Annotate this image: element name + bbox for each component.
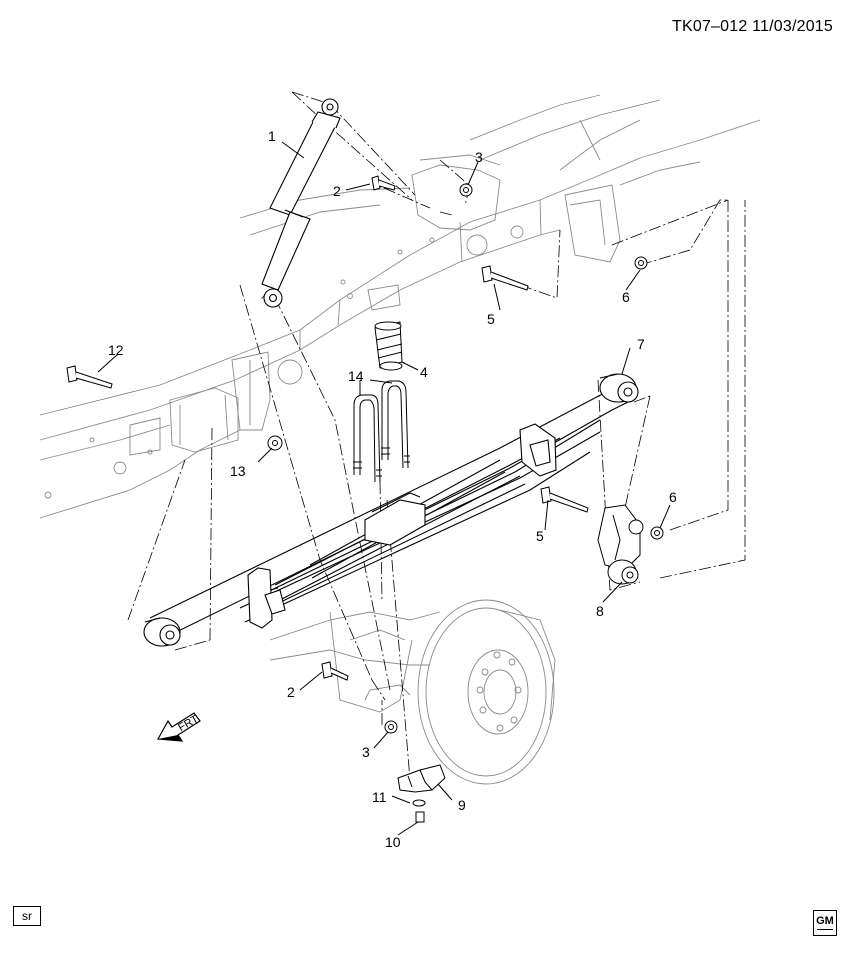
assembly-guide-lines	[127, 91, 746, 781]
nuts	[267, 183, 664, 734]
callout-5-lower: 5	[536, 528, 544, 544]
gm-logo: GM	[813, 910, 837, 936]
bump-stop	[374, 321, 403, 371]
front-arrow-icon	[157, 712, 201, 742]
shock-absorber	[261, 98, 341, 308]
u-bolt-plate-bracket	[397, 764, 446, 823]
callout-labels: 1 2 3 4 5 6 7 12 13 14 5 6 8 2 3 9 11 10	[108, 128, 677, 850]
callout-2-lower: 2	[287, 684, 295, 700]
u-bolts	[353, 380, 410, 483]
callout-3-lower: 3	[362, 744, 370, 760]
rear-axle-hub	[269, 599, 556, 785]
gm-logo-text: GM	[816, 914, 834, 927]
callout-12: 12	[108, 342, 124, 358]
callout-3-upper: 3	[475, 149, 483, 165]
sr-tag: sr	[13, 906, 41, 926]
callout-4: 4	[420, 364, 428, 380]
callout-6-upper: 6	[622, 289, 630, 305]
bolts	[66, 175, 589, 681]
spring-shackle	[597, 504, 644, 585]
callout-leaders	[97, 141, 671, 836]
callout-2-upper: 2	[333, 183, 341, 199]
callout-10: 10	[385, 834, 401, 850]
frt-label: FRT	[176, 713, 201, 734]
gm-logo-underline	[817, 928, 833, 931]
leaf-spring-assembly	[143, 373, 639, 647]
front-direction-indicator: FRT	[154, 705, 214, 754]
callout-8: 8	[596, 603, 604, 619]
callout-11: 11	[372, 789, 387, 805]
callout-13: 13	[230, 463, 246, 479]
callout-6-lower: 6	[669, 489, 677, 505]
callout-1: 1	[268, 128, 276, 144]
callout-5-upper: 5	[487, 311, 495, 327]
callout-7: 7	[637, 336, 645, 352]
callout-14: 14	[348, 368, 364, 384]
frame-rail	[39, 94, 761, 519]
callout-9: 9	[458, 797, 466, 813]
diagram-code-date: TK07–012 11/03/2015	[672, 18, 833, 35]
